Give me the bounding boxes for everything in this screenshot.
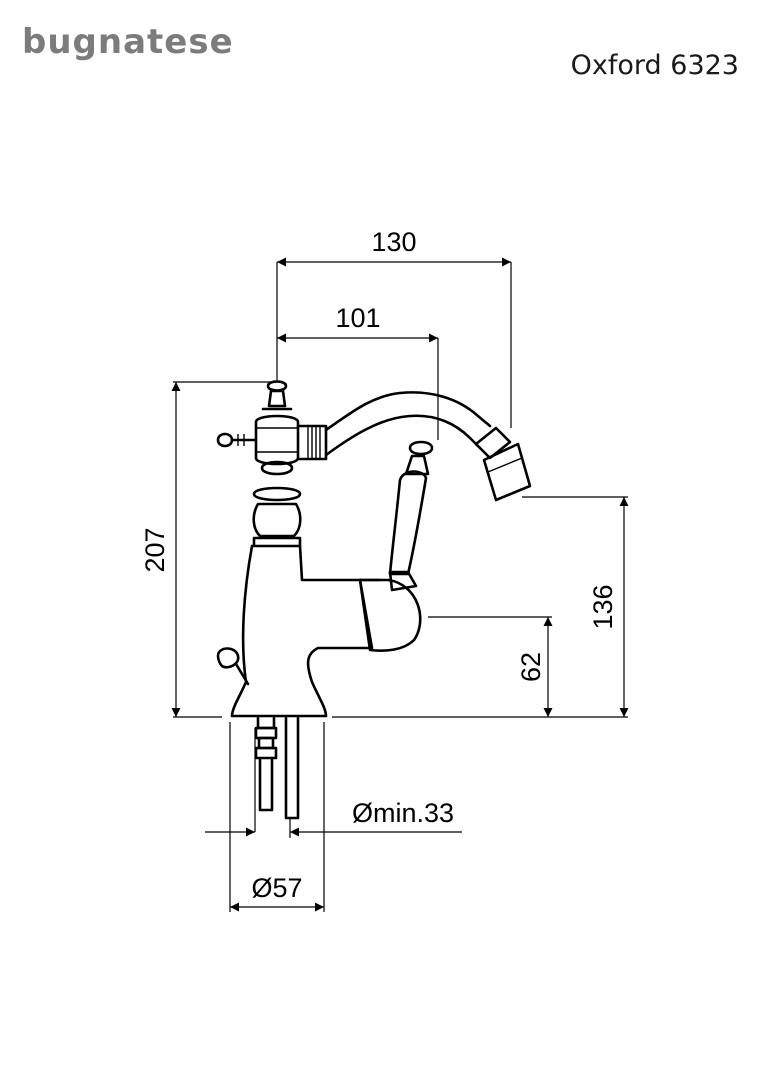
- dim-label-base: Ø57: [251, 873, 302, 903]
- dim-hole-diameter: Ømin.33: [205, 728, 462, 838]
- dim-label-136: 136: [588, 584, 618, 629]
- dim-base-diameter: Ø57: [229, 722, 325, 912]
- dim-height-spout: 136: [522, 496, 629, 717]
- dim-label-130: 130: [371, 227, 416, 257]
- brand-logo: bugnatese: [22, 22, 234, 62]
- dim-label-hole: Ømin.33: [352, 798, 454, 828]
- dim-height-lever: 62: [428, 616, 553, 717]
- dim-label-207: 207: [140, 527, 170, 572]
- dim-label-101: 101: [335, 303, 380, 333]
- dim-label-62: 62: [516, 652, 546, 682]
- faucet-outline: [216, 380, 532, 718]
- model-title: Oxford 6323: [570, 50, 739, 81]
- dim-width-spout: 101: [277, 303, 439, 440]
- supply-pipes: [254, 716, 300, 820]
- dim-width-total: 130: [276, 227, 512, 428]
- dim-height-total: 207: [140, 381, 276, 718]
